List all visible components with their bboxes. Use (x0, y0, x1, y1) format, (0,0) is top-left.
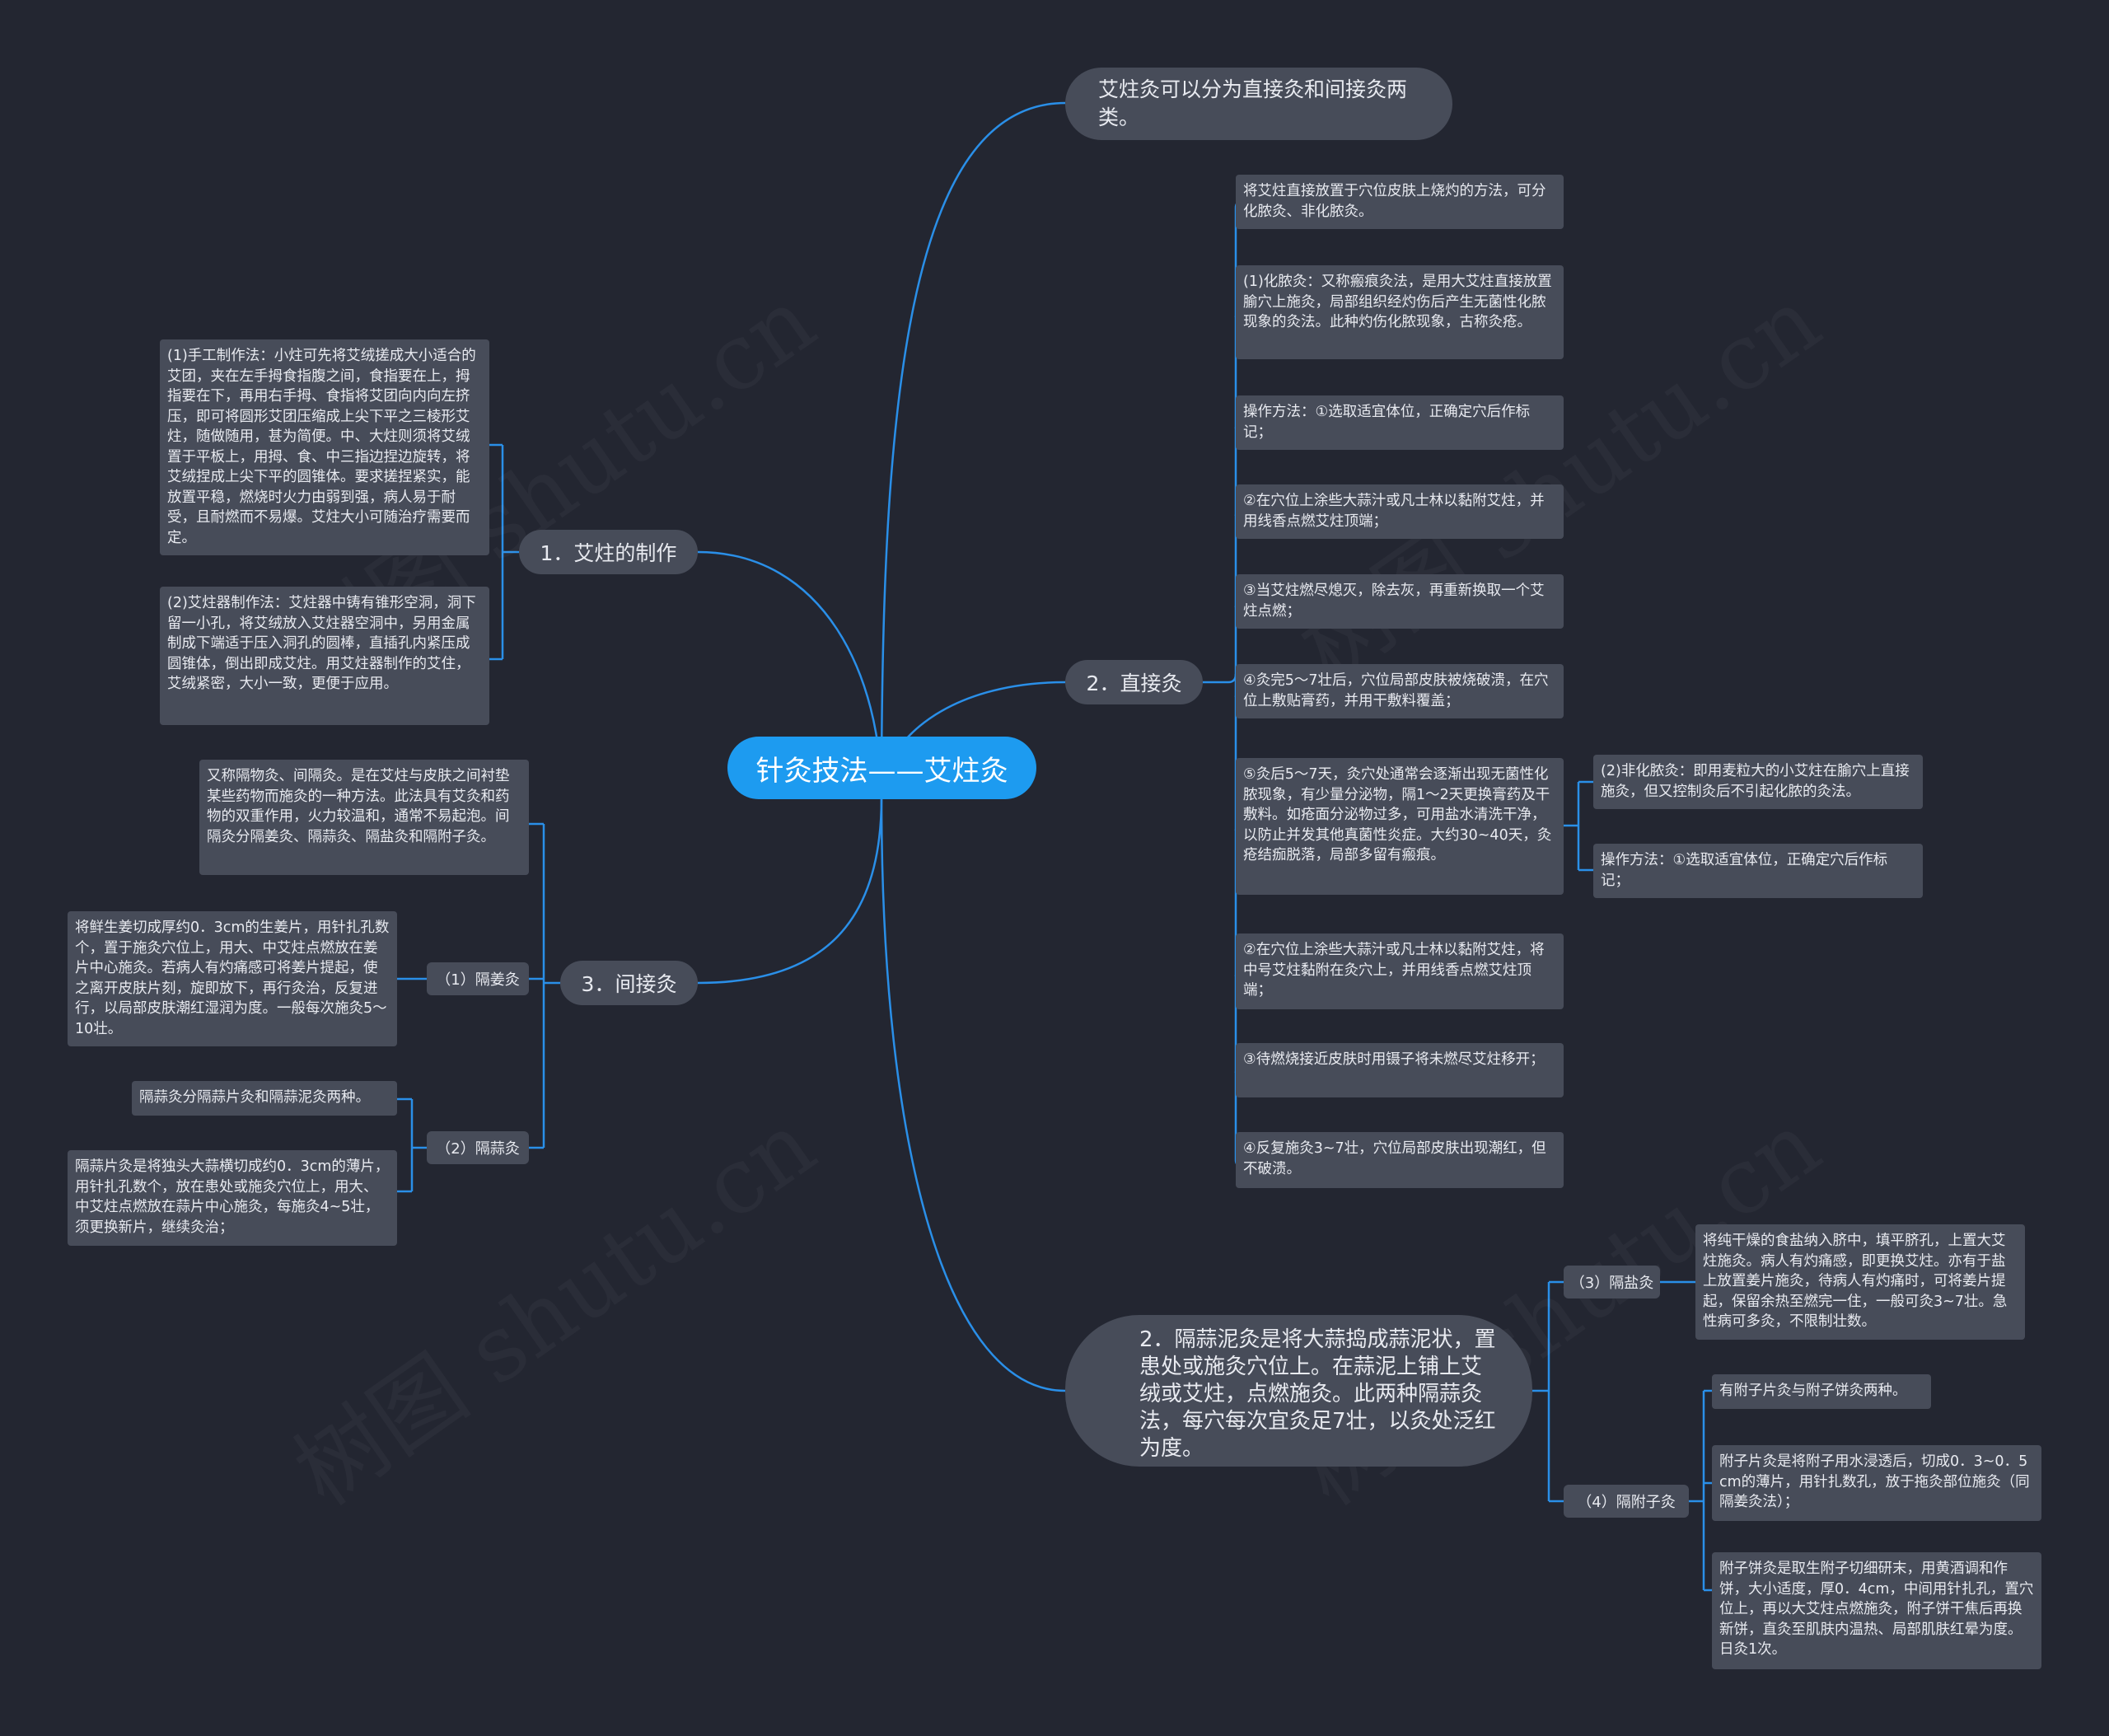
aconite-item[interactable]: 有附子片灸与附子饼灸两种。 (1712, 1374, 1931, 1409)
garlic-moxibustion-label[interactable]: （2）隔蒜灸 (427, 1131, 529, 1164)
direct-item[interactable]: ④灸完5～7壮后，穴位局部皮肤被烧破溃，在穴位上敷贴膏药，并用干敷料覆盖； (1236, 664, 1564, 718)
direct-item[interactable]: ②在穴位上涂些大蒜汁或凡士林以黏附艾炷，将中号艾炷黏附在灸穴上，并用线香点燃艾炷… (1236, 934, 1564, 1009)
direct-item[interactable]: (1)化脓灸：又称瘢痕灸法，是用大艾炷直接放置腧穴上施灸，局部组织经灼伤后产生无… (1236, 265, 1564, 359)
garlic-item[interactable]: 隔蒜片灸是将独头大蒜横切成约0．3cm的薄片，用针扎孔数个，放在患处或施灸穴位上… (68, 1150, 397, 1246)
root-topic[interactable]: 针灸技法——艾炷灸 (727, 737, 1036, 799)
intro-node[interactable]: 艾炷灸可以分为直接灸和间接灸两类。 (1065, 68, 1452, 140)
indirect-intro[interactable]: 又称隔物灸、间隔灸。是在艾炷与皮肤之间衬垫某些药物而施灸的一种方法。此法具有艾灸… (199, 760, 529, 875)
branch-direct-moxibustion[interactable]: 2．直接灸 (1065, 660, 1203, 704)
making-item[interactable]: (1)手工制作法：小炷可先将艾绒搓成大小适合的艾团，夹在左手拇食指腹之间，食指要… (160, 339, 489, 555)
nonpus-item[interactable]: 操作方法：①选取适宜体位，正确定穴后作标记； (1593, 844, 1923, 898)
ginger-moxibustion-label[interactable]: （1）隔姜灸 (427, 962, 529, 995)
aconite-item[interactable]: 附子饼灸是取生附子切细研末，用黄酒调和作饼，大小适度，厚0．4cm，中间用针扎孔… (1712, 1552, 2041, 1669)
aconite-item[interactable]: 附子片灸是将附子用水浸透后，切成0．3~0．5cm的薄片，用针扎数孔，放于拖灸部… (1712, 1445, 2041, 1521)
direct-item[interactable]: 将艾炷直接放置于穴位皮肤上烧灼的方法，可分化脓灸、非化脓灸。 (1236, 175, 1564, 229)
direct-item[interactable]: ②在穴位上涂些大蒜汁或凡士林以黏附艾炷，并用线香点燃艾炷顶端； (1236, 484, 1564, 539)
direct-item[interactable]: 操作方法：①选取适宜体位，正确定穴后作标记； (1236, 395, 1564, 450)
direct-item[interactable]: ③当艾炷燃尽熄灭，除去灰，再重新换取一个艾炷点燃； (1236, 574, 1564, 629)
garlic-item[interactable]: 隔蒜灸分隔蒜片灸和隔蒜泥灸两种。 (132, 1081, 397, 1116)
salt-moxibustion-label[interactable]: （3）隔盐灸 (1564, 1266, 1660, 1298)
nonpus-item[interactable]: (2)非化脓灸：即用麦粒大的小艾炷在腧穴上直接施灸，但又控制灸后不引起化脓的灸法… (1593, 755, 1923, 809)
direct-item[interactable]: ③待燃烧接近皮肤时用镊子将未燃尽艾炷移开； (1236, 1043, 1564, 1097)
aconite-moxibustion-label[interactable]: （4）隔附子灸 (1564, 1485, 1689, 1518)
salt-moxibustion-text[interactable]: 将纯干燥的食盐纳入脐中，填平脐孔，上置大艾炷施灸。病人有灼痛感，即更换艾炷。亦有… (1695, 1224, 2025, 1340)
ginger-moxibustion-text[interactable]: 将鲜生姜切成厚约0．3cm的生姜片，用针扎孔数个，置于施灸穴位上，用大、中艾炷点… (68, 911, 397, 1046)
garlic-paste-node[interactable]: 2．隔蒜泥灸是将大蒜捣成蒜泥状，置患处或施灸穴位上。在蒜泥上铺上艾绒或艾炷，点燃… (1065, 1315, 1532, 1467)
branch-indirect-moxibustion[interactable]: 3．间接灸 (560, 961, 698, 1005)
branch-moxa-cone-making[interactable]: 1．艾炷的制作 (519, 530, 698, 574)
making-item[interactable]: (2)艾炷器制作法：艾炷器中铸有锥形空洞，洞下留一小孔，将艾绒放入艾炷器空洞中，… (160, 587, 489, 725)
direct-item[interactable]: ⑤灸后5～7天，灸穴处通常会逐渐出现无菌性化脓现象，有少量分泌物，隔1～2天更换… (1236, 758, 1564, 895)
direct-item[interactable]: ④反复施灸3~7壮，穴位局部皮肤出现潮红，但不破溃。 (1236, 1132, 1564, 1188)
